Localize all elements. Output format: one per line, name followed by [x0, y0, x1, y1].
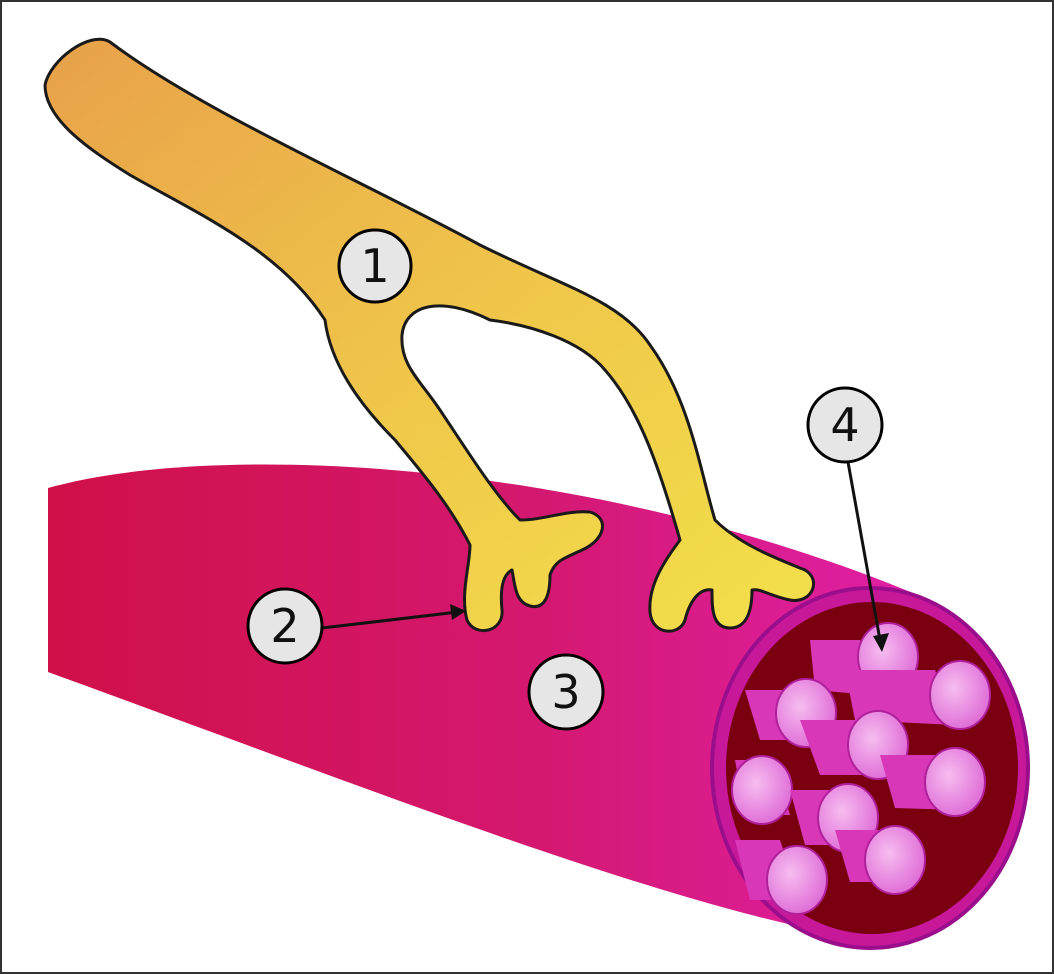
callout-2: 2	[248, 589, 322, 663]
callout-4: 4	[808, 388, 882, 462]
callout-2-label: 2	[270, 599, 299, 653]
callout-3: 3	[529, 655, 603, 729]
callout-4-label: 4	[830, 398, 859, 452]
callout-3-label: 3	[551, 665, 580, 719]
myofibril	[880, 748, 985, 816]
callout-1-label: 1	[360, 239, 389, 293]
myofibril	[732, 756, 792, 824]
callout-1: 1	[339, 230, 411, 302]
